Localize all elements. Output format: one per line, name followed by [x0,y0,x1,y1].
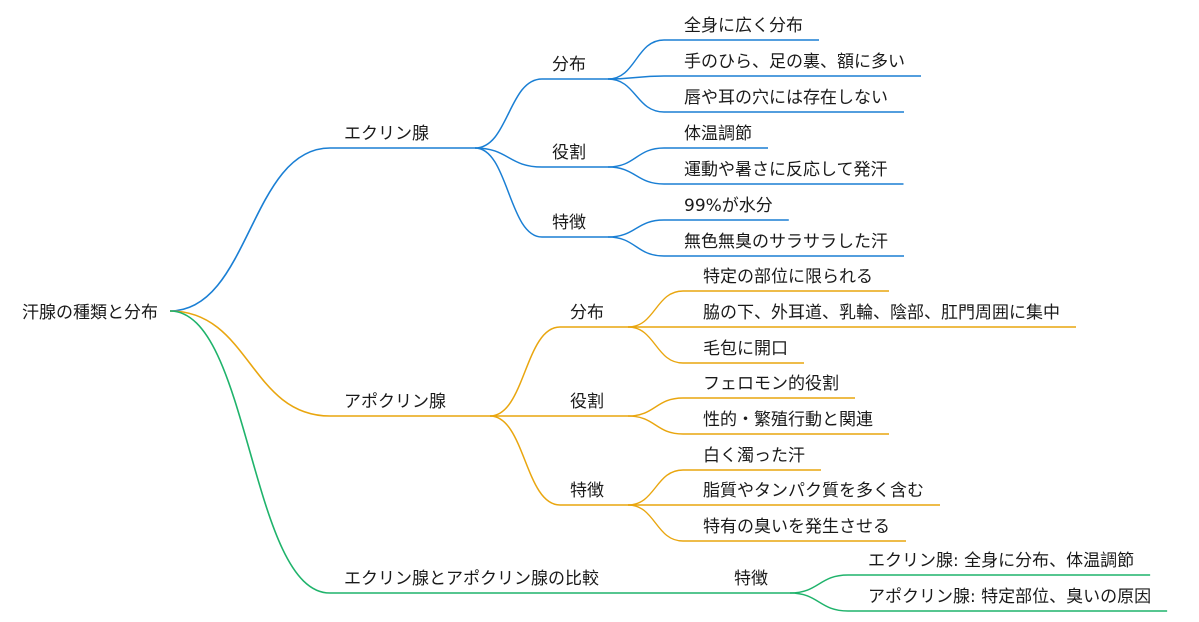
connector-group-leaf-0-0-0 [607,39,665,80]
connector-group-leaf-1-1-0 [627,397,684,417]
connector-branch-group-0-2 [474,147,543,238]
leaf-apocrine-dist-3[interactable]: 毛包に開口 [703,339,788,359]
group-label-eccrine-feature[interactable]: 特徴 [552,213,586,233]
connector-group-leaf-2-0-0 [789,574,849,594]
leaf-eccrine-dist-3[interactable]: 唇や耳の穴には存在しない [684,88,888,108]
leaf-apocrine-dist-1[interactable]: 特定の部位に限られる [703,267,873,287]
connector-branch-group-1-2 [489,415,561,506]
leaf-apocrine-feat-1[interactable]: 白く濁った汗 [703,446,805,466]
leaf-eccrine-dist-2[interactable]: 手のひら、足の裏、額に多い [684,51,905,72]
branch-label-eccrine[interactable]: エクリン腺 [344,124,429,144]
connector-group-leaf-1-0-2 [627,326,684,364]
branch-label-apocrine[interactable]: アポクリン腺 [344,392,446,412]
leaf-apocrine-role-1[interactable]: フェロモン的役割 [703,374,839,394]
group-label-apocrine-feature[interactable]: 特徴 [570,481,604,501]
connector-branch-group-0-0 [474,78,543,149]
group-label-eccrine-role[interactable]: 役割 [552,143,586,163]
connector-group-leaf-1-2-0 [627,469,684,506]
connector-group-leaf-0-2-1 [607,236,665,257]
leaf-eccrine-role-1[interactable]: 体温調節 [684,124,752,144]
connector-group-leaf-1-1-1 [627,415,684,435]
connector-group-leaf-1-2-2 [627,504,684,542]
leaf-eccrine-role-2[interactable]: 運動や暑さに反応して発汗 [684,160,888,180]
leaf-apocrine-feat-2[interactable]: 脂質やタンパク質を多く含む [703,481,924,501]
leaf-comparison-1[interactable]: エクリン腺: 全身に分布、体温調節 [868,551,1134,571]
root-node-label[interactable]: 汗腺の種類と分布 [22,303,158,323]
connector-group-leaf-0-1-0 [607,147,665,168]
connector-group-leaf-0-1-1 [607,166,665,185]
connector-group-leaf-1-0-0 [627,290,684,328]
connector-lines [169,39,1168,612]
leaf-comparison-2[interactable]: アポクリン腺: 特定部位、臭いの原因 [868,587,1151,607]
connector-root-branch-2 [169,310,331,594]
leaf-eccrine-feat-2[interactable]: 無色無臭のサラサラした汗 [684,232,888,252]
group-label-eccrine-distribution[interactable]: 分布 [552,55,586,75]
leaf-apocrine-feat-3[interactable]: 特有の臭いを発生させる [703,517,890,537]
connector-group-leaf-0-0-2 [607,78,665,113]
connector-group-leaf-2-0-1 [789,592,849,612]
group-label-apocrine-distribution[interactable]: 分布 [570,303,604,323]
group-label-comparison-feature[interactable]: 特徴 [734,569,768,589]
leaf-apocrine-role-2[interactable]: 性的・繁殖行動と関連 [703,410,873,430]
connector-branch-group-1-0 [489,326,561,417]
branch-label-comparison[interactable]: エクリン腺とアポクリン腺の比較 [344,569,599,589]
group-label-apocrine-role[interactable]: 役割 [570,392,604,412]
leaf-apocrine-dist-2[interactable]: 脇の下、外耳道、乳輪、陰部、肛門周囲に集中 [703,303,1060,323]
connector-root-branch-1 [169,310,331,417]
leaf-eccrine-dist-1[interactable]: 全身に広く分布 [684,16,803,36]
connector-branch-group-0-1 [474,147,543,168]
connector-group-leaf-0-2-0 [607,219,665,238]
connector-root-branch-0 [169,147,331,312]
leaf-eccrine-feat-1[interactable]: 99%が水分 [684,196,773,216]
